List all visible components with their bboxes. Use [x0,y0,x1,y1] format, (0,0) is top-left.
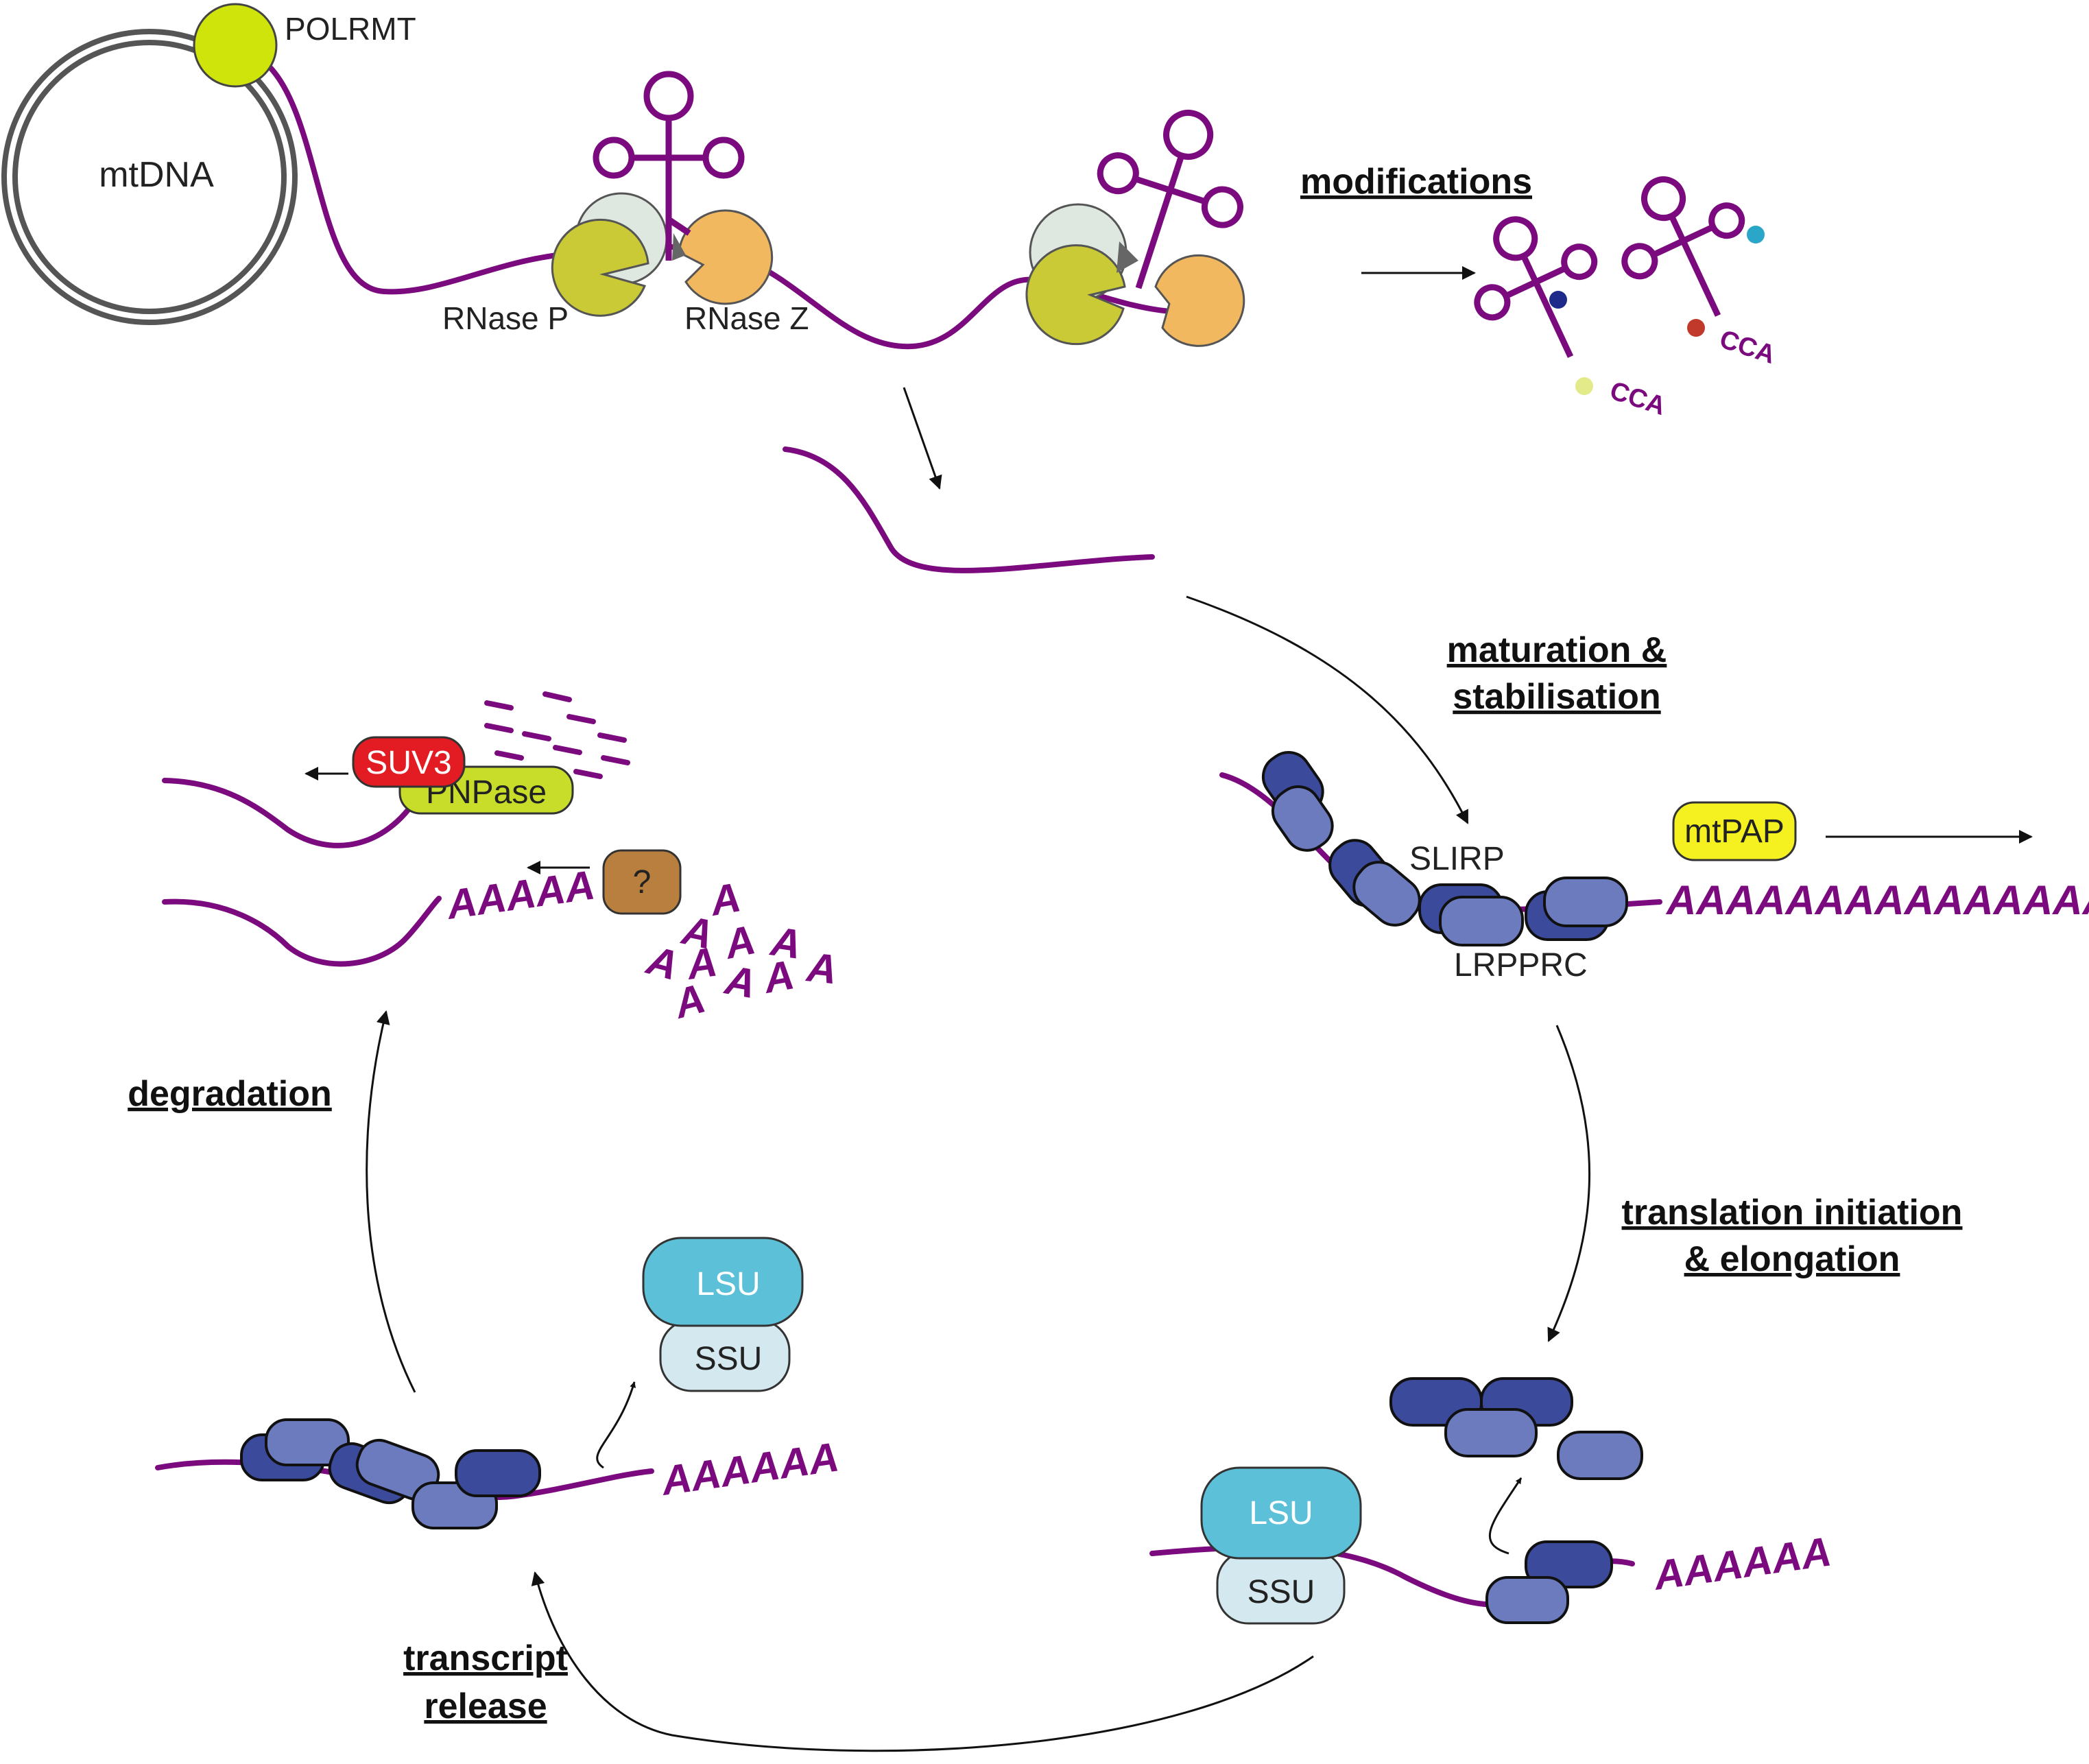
modification-dot-navy [1549,291,1567,309]
translation-tail-proteins [1485,1540,1613,1624]
svg-text:A: A [683,938,720,988]
lrpprc-protein [1271,785,1334,852]
svg-text:A: A [767,918,804,968]
released-proteins [1389,1377,1643,1480]
released-ribosome [642,1237,804,1392]
lsu-subunit [1200,1466,1362,1560]
stage-maturation-line2: stabilisation [1453,677,1660,717]
rnase-z-subunit [1154,254,1245,347]
stage-maturation-line1: maturation & [1447,630,1667,670]
rnase-z-label: RNase Z [684,300,809,336]
rnase-complex-1 [551,192,774,317]
suv3-helicase [352,736,466,788]
modification-dot-yellow [1575,377,1593,395]
degrading-mrna-suv3 [162,778,421,848]
cca-label-2: CCA [1716,325,1778,370]
release-proteins [240,1418,541,1529]
mtpap-enzyme [1672,801,1797,861]
rnase-z-subunit [678,209,774,305]
stage-translation-line1: translation initiation [1622,1193,1963,1232]
unknown-nuclease [602,849,682,915]
degrading-polya-tail: AAAAA [443,861,598,928]
svg-text:A: A [721,956,759,1007]
polrmt-node [193,3,278,88]
lrpprc-protein [1543,877,1628,927]
lrpprc-protein [1439,896,1524,946]
suv3-label: SUV3 [366,745,451,781]
rnase-complex-2 [1025,203,1245,347]
mtdna-label: mtDNA [99,155,214,195]
arrow-to-maturation [1186,595,1469,824]
long-polya-tail: AAAAAAAAAAAAAAAA [1665,877,2089,923]
rnase-p-subunit [551,218,649,317]
trna-cloverleaf-1 [593,71,745,261]
cca-label-1: CCA [1606,377,1669,421]
stage-release-line2: release [424,1686,547,1726]
release-polya-tail: AAAAAA [658,1433,842,1504]
lrpprc-protein [1352,861,1421,927]
stage-modifications: modifications [1300,162,1532,202]
ribosome-translating [1200,1466,1362,1625]
rnase-p-label: RNase P [442,300,569,336]
arrow-to-translation [1547,1025,1591,1342]
released-ssu-label: SSU [695,1341,763,1377]
stage-release-line1: transcript [403,1638,568,1678]
modified-trna-2 [1621,176,1745,317]
trna-cloverleaf-2 [1097,110,1243,289]
free-adenosines: A A A A A A A A A A [641,874,839,1027]
ssu-label: SSU [1248,1574,1315,1610]
degrading-mrna-polya [162,896,442,967]
lrpprc-slirp-complex [1261,750,1628,946]
unknown-nuclease-label: ? [633,864,652,901]
lsu-subunit [642,1237,804,1327]
arrow-to-mrna [903,387,942,490]
stage-degradation: degradation [128,1074,332,1114]
rnase-p-subunit [1025,244,1126,346]
polrmt-label: POLRMT [285,11,416,47]
arrow-to-degradation [366,1010,416,1393]
modification-dot-cyan [1747,226,1765,243]
arrow-protein-release [1489,1477,1523,1555]
processed-mrna [783,446,1155,573]
lsu-label: LSU [1249,1495,1313,1531]
mtdna-circle [1,29,298,325]
stage-translation-line2: & elongation [1684,1239,1900,1279]
translation-polya-tail: AAAAAA [1650,1528,1835,1599]
released-lsu-label: LSU [696,1266,760,1302]
arrow-to-release [531,1571,1314,1752]
modified-trna-1 [1474,216,1598,358]
modification-dot-red [1687,319,1705,337]
svg-text:A: A [804,944,839,992]
lrpprc-label: LRPPRC [1454,947,1588,984]
mtpap-label: mtPAP [1684,813,1784,850]
slirp-label: SLIRP [1409,841,1505,877]
arrow-ribosome-release [596,1381,636,1469]
